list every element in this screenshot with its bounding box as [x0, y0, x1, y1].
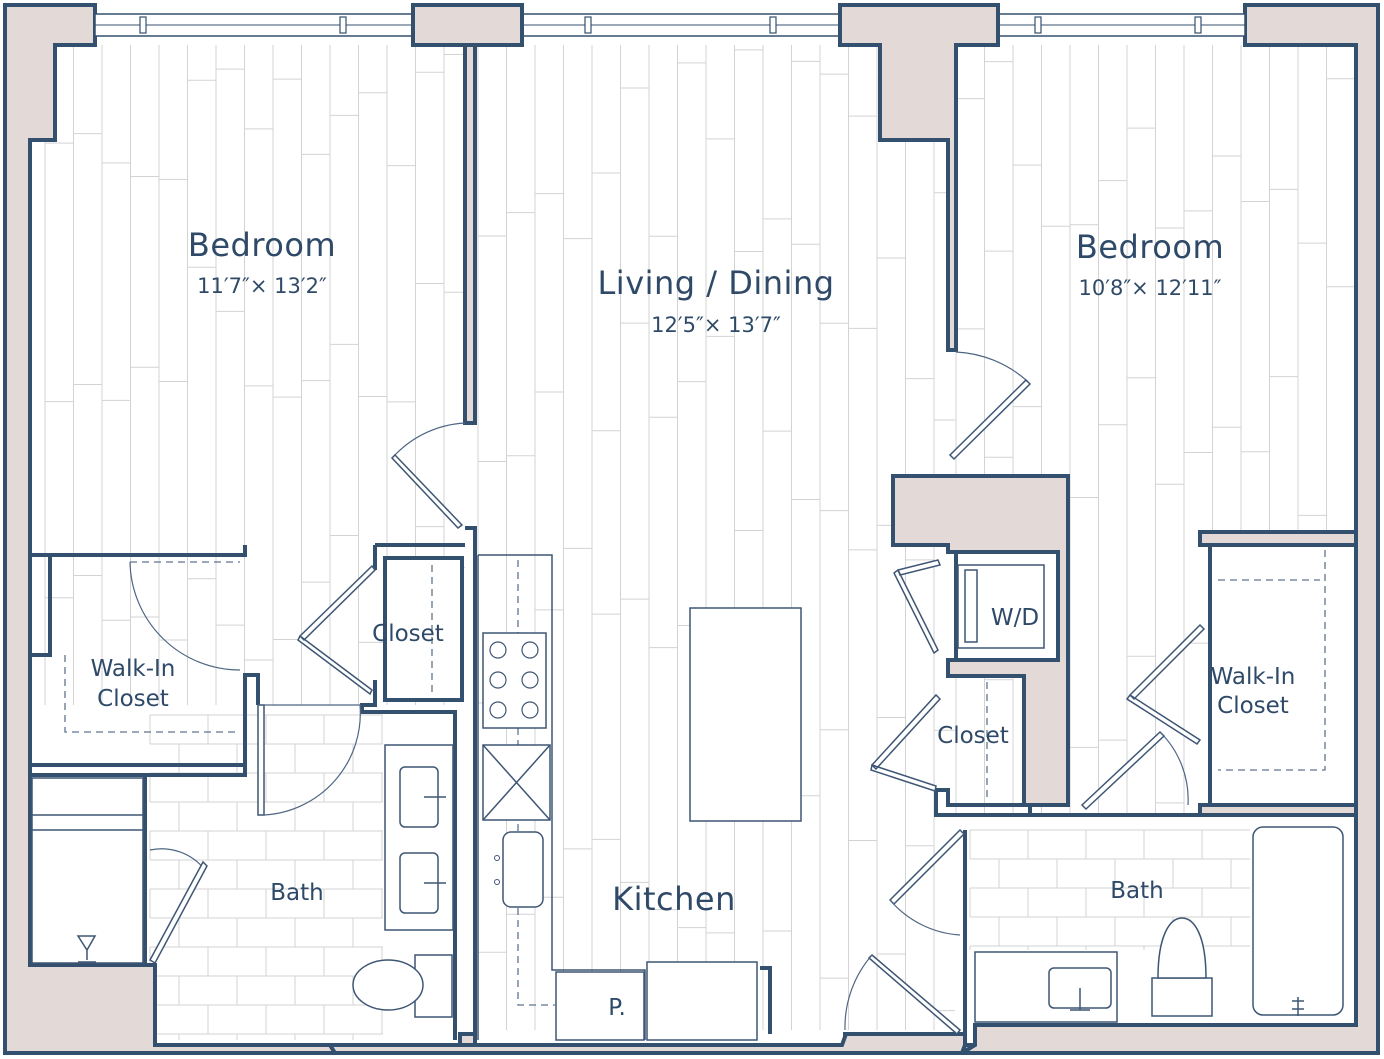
- cooktop: [482, 632, 547, 729]
- pantry: [555, 971, 645, 1041]
- door-swing-entry: [844, 954, 873, 1031]
- kitchen-island: [689, 607, 802, 822]
- vanity-left: [384, 744, 454, 931]
- door-closet-left: [297, 564, 376, 696]
- door-swing-bath-left: [258, 704, 361, 816]
- tub-faucet: [1292, 997, 1304, 1016]
- refrigerator: [646, 961, 758, 1041]
- label-pantry: P.: [608, 995, 626, 1021]
- door-swing-bath-right: [889, 899, 961, 936]
- label-bath-right: Bath: [1110, 878, 1163, 904]
- toilet-bowl-right: [1157, 917, 1207, 979]
- shower-left: [31, 777, 144, 964]
- wall-walkin-left: [30, 545, 260, 777]
- door-swing-bath-right-2: [1159, 731, 1189, 806]
- wall-closet-left: [360, 543, 465, 1040]
- label-bath-left: Bath: [270, 880, 323, 906]
- door-bedroom-left: [390, 453, 464, 530]
- label-kitchen: Kitchen: [612, 880, 736, 918]
- bath-tile-flooring: [149, 714, 1250, 1040]
- bathtub-right: [1252, 826, 1344, 1016]
- dims-living-dining: 12′5″× 13′7″: [651, 313, 781, 337]
- column-center-right: [838, 3, 1000, 352]
- shower-head-left: [76, 935, 97, 963]
- kitchen-counter: [477, 554, 772, 1041]
- exterior-wall-bottom: [326, 1032, 967, 1055]
- label-closet-right: Closet: [937, 723, 1009, 749]
- washer-dryer: [957, 564, 1045, 649]
- closet-shelf-walkin-right: [1218, 550, 1326, 771]
- door-entry: [867, 953, 962, 1036]
- top-windows: [94, 13, 1246, 37]
- label-walkin-right-2: Closet: [1217, 693, 1289, 719]
- door-shower-left: [148, 860, 208, 965]
- column-left: [411, 3, 524, 47]
- label-walkin-right-1: Walk-In: [1211, 664, 1296, 690]
- kitchen-sink: [502, 831, 544, 908]
- burners: [489, 641, 539, 719]
- door-bath-right-2: [1080, 730, 1166, 811]
- dims-bedroom-right: 10′8″× 12′11″: [1078, 276, 1221, 300]
- door-swing-bedroom-right: [955, 351, 1027, 381]
- closet-shelf-walkin-left: [64, 561, 240, 733]
- door-swing-shower-left: [149, 848, 206, 871]
- label-laundry: W/D: [991, 605, 1039, 631]
- wall-bath-left-top: [30, 773, 245, 965]
- label-closet-left: Closet: [372, 621, 444, 647]
- label-walkin-left-1: Walk-In: [91, 656, 176, 682]
- door-bedroom-right: [948, 378, 1032, 461]
- door-swing-bedroom-left: [394, 422, 466, 456]
- door-closet-right: [870, 693, 942, 792]
- door-swing-walkin-left: [129, 561, 241, 671]
- door-laundry: [893, 559, 942, 655]
- door-bath-right: [888, 828, 966, 906]
- door-walkin-right: [1125, 623, 1206, 746]
- label-walkin-left-2: Closet: [97, 686, 169, 712]
- toilet-bowl-left: [352, 959, 424, 1011]
- label-bedroom-left: Bedroom: [188, 226, 336, 264]
- dims-bedroom-left: 11′7″× 13′2″: [197, 274, 327, 298]
- label-living-dining: Living / Dining: [597, 264, 834, 302]
- label-bedroom-right: Bedroom: [1076, 228, 1224, 266]
- toilet-tank-right: [1151, 977, 1213, 1017]
- door-bath-left: [257, 704, 265, 816]
